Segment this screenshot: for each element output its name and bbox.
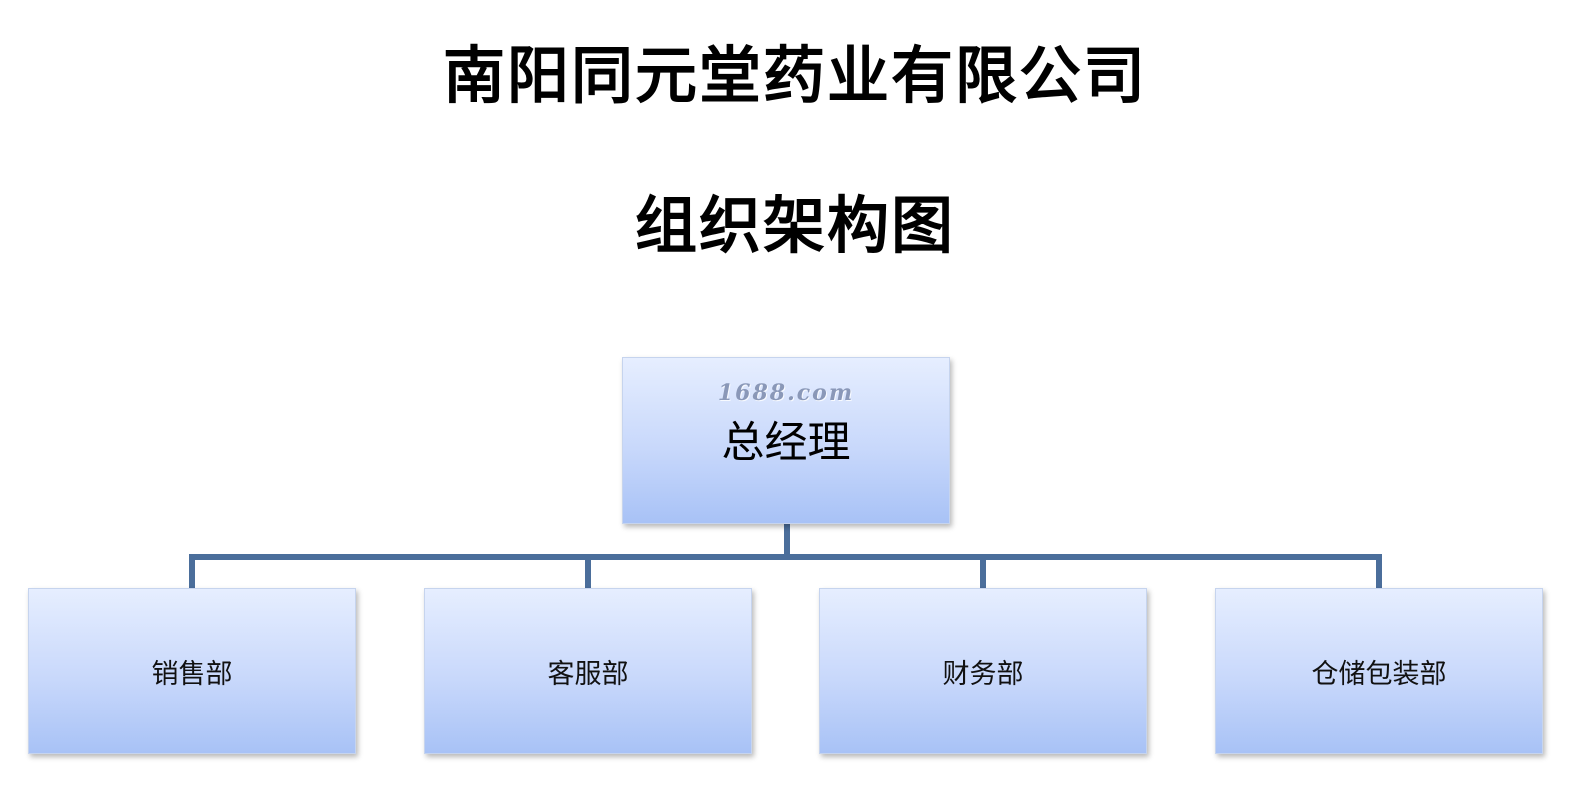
- org-node-customer-service: 客服部: [424, 588, 752, 754]
- node-label-sales: 销售部: [151, 658, 233, 690]
- org-node-finance: 财务部: [819, 588, 1147, 754]
- watermark-text: 1688.com: [717, 380, 855, 406]
- company-name: 南阳同元堂药业有限公司: [442, 39, 1147, 112]
- node-label-finance: 财务部: [942, 658, 1024, 690]
- node-label-general-manager: 总经理: [721, 417, 851, 468]
- org-node-warehouse-packaging: 仓储包装部: [1215, 588, 1543, 754]
- node-label-customer-service: 客服部: [547, 658, 629, 690]
- org-node-sales: 销售部: [28, 588, 356, 754]
- org-node-general-manager: 1688.com 总经理: [622, 357, 950, 524]
- chart-title: 组织架构图: [634, 189, 955, 262]
- node-label-warehouse-packaging: 仓储包装部: [1311, 658, 1447, 690]
